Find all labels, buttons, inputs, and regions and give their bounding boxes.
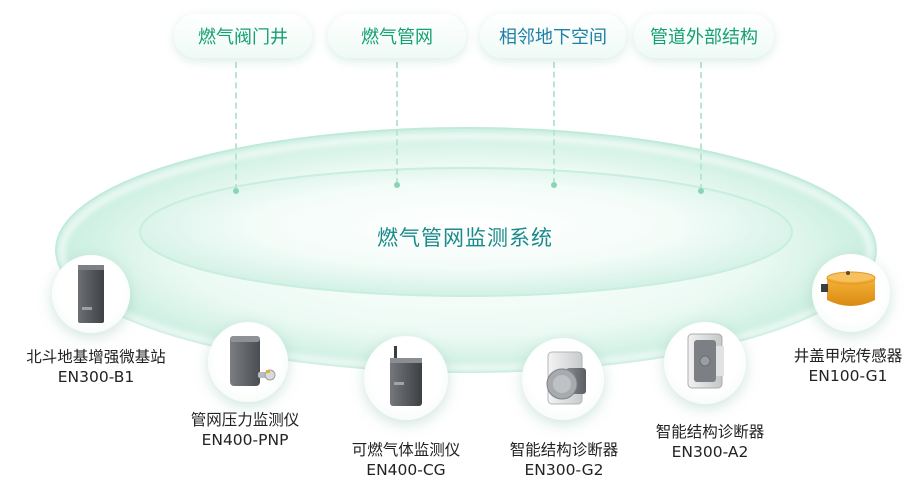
device-label-a2: 智能结构诊断器 EN300-A2 — [630, 422, 790, 462]
tag-gas-pipeline: 燃气管网 — [328, 14, 466, 58]
tag-label: 相邻地下空间 — [499, 27, 607, 48]
device-name: 管网压力监测仪 — [190, 411, 300, 429]
connector-line-4 — [698, 62, 704, 194]
inner-ellipse — [139, 167, 793, 297]
tag-gas-valve-well: 燃气阀门井 — [174, 14, 312, 58]
device-label-methane: 井盖甲烷传感器 EN100-G1 — [768, 346, 922, 386]
device-model: EN300-G2 — [524, 461, 604, 479]
device-model: EN400-CG — [366, 461, 446, 479]
device-name: 北斗地基增强微基站 — [26, 348, 166, 366]
device-label-pressure: 管网压力监测仪 EN400-PNP — [160, 410, 330, 450]
connector-line-2 — [394, 62, 400, 188]
device-name: 智能结构诊断器 — [509, 441, 619, 459]
device-model: EN100-G1 — [808, 367, 888, 385]
device-model: EN400-PNP — [201, 431, 289, 449]
device-label-gas: 可燃气体监测仪 EN400-CG — [326, 440, 486, 480]
tag-adjacent-underground-space: 相邻地下空间 — [480, 14, 626, 58]
pressure-monitor-icon — [230, 336, 276, 386]
device-name: 可燃气体监测仪 — [351, 441, 461, 459]
device-name: 智能结构诊断器 — [655, 423, 765, 441]
methane-sensor-icon — [821, 271, 876, 306]
device-circle-gas — [364, 336, 448, 420]
tag-pipe-external-structure: 管道外部结构 — [634, 14, 774, 58]
connector-line-3 — [551, 62, 557, 188]
device-model: EN300-B1 — [57, 368, 135, 386]
tag-label: 燃气阀门井 — [198, 27, 288, 48]
device-name: 井盖甲烷传感器 — [793, 347, 903, 365]
tag-label: 燃气管网 — [361, 27, 433, 48]
device-circle-a2 — [664, 322, 746, 404]
structure-diagnostor-g2-icon — [546, 351, 586, 405]
device-label-gnss: 北斗地基增强微基站 EN300-B1 — [6, 347, 186, 387]
device-circle-g2 — [522, 338, 604, 420]
system-title: 燃气管网监测系统 — [377, 226, 553, 250]
gas-detector-icon — [390, 346, 422, 406]
structure-diagnostor-a2-icon — [687, 333, 724, 389]
device-circle-methane — [812, 254, 890, 332]
device-model: EN300-A2 — [671, 443, 749, 461]
device-label-g2: 智能结构诊断器 EN300-G2 — [484, 440, 644, 480]
device-circle-pressure — [208, 322, 288, 402]
device-circle-gnss — [52, 255, 130, 333]
gnss-base-station-icon — [78, 265, 104, 323]
tag-label: 管道外部结构 — [650, 27, 758, 48]
connector-line-1 — [233, 62, 239, 194]
outer-ellipse-glow — [59, 133, 873, 371]
